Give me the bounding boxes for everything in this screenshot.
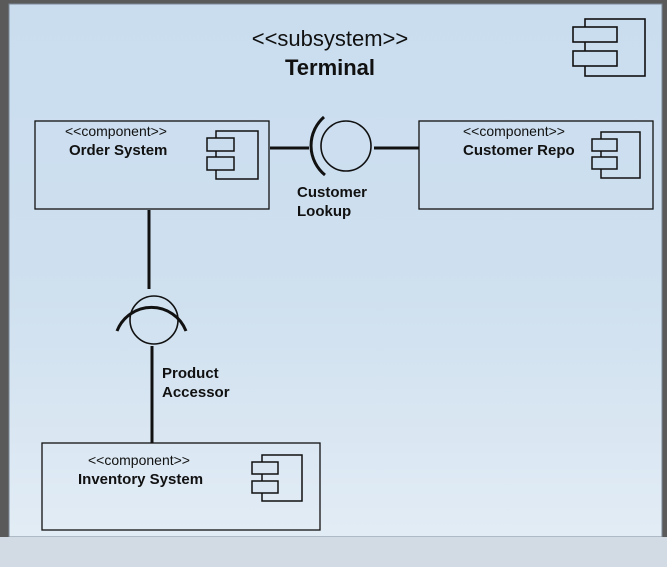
customer-repo-component-icon [591, 131, 641, 179]
product-accessor-label-line2: Accessor [162, 384, 230, 401]
component-customer-repo[interactable] [418, 120, 654, 210]
product-accessor-label-line1: Product [162, 365, 219, 382]
customer-lookup-ball-icon [320, 120, 372, 172]
customer-repo-stereotype: <<component>> [463, 123, 565, 139]
product-accessor-interface [115, 295, 188, 345]
customer-lookup-label-line1: Customer [297, 184, 368, 201]
customer-lookup-interface [309, 115, 372, 177]
customer-lookup-label-line2: Lookup [297, 203, 352, 220]
order-system-component-icon [206, 130, 259, 180]
customer-lookup-label: Customer Lookup [297, 183, 367, 221]
customer-repo-name: Customer Repo [463, 142, 575, 159]
inventory-system-component-icon [251, 454, 303, 502]
product-accessor-label: Product Accessor [162, 364, 230, 402]
order-system-name: Order System [69, 142, 168, 159]
inventory-system-name: Inventory System [78, 471, 204, 488]
component-inventory-system[interactable] [41, 442, 321, 531]
subsystem-stereotype: <<subsystem>> [251, 26, 409, 51]
customer-lookup-socket-icon [309, 115, 326, 177]
subsystem-title: Terminal [284, 55, 376, 80]
subsystem-frame [8, 3, 663, 538]
product-accessor-socket-icon [115, 305, 188, 332]
order-system-stereotype: <<component>> [65, 123, 167, 139]
bottom-strip [0, 537, 667, 567]
component-order-system[interactable] [34, 120, 270, 210]
inventory-system-stereotype: <<component>> [88, 452, 190, 468]
subsystem-component-icon [572, 18, 646, 77]
